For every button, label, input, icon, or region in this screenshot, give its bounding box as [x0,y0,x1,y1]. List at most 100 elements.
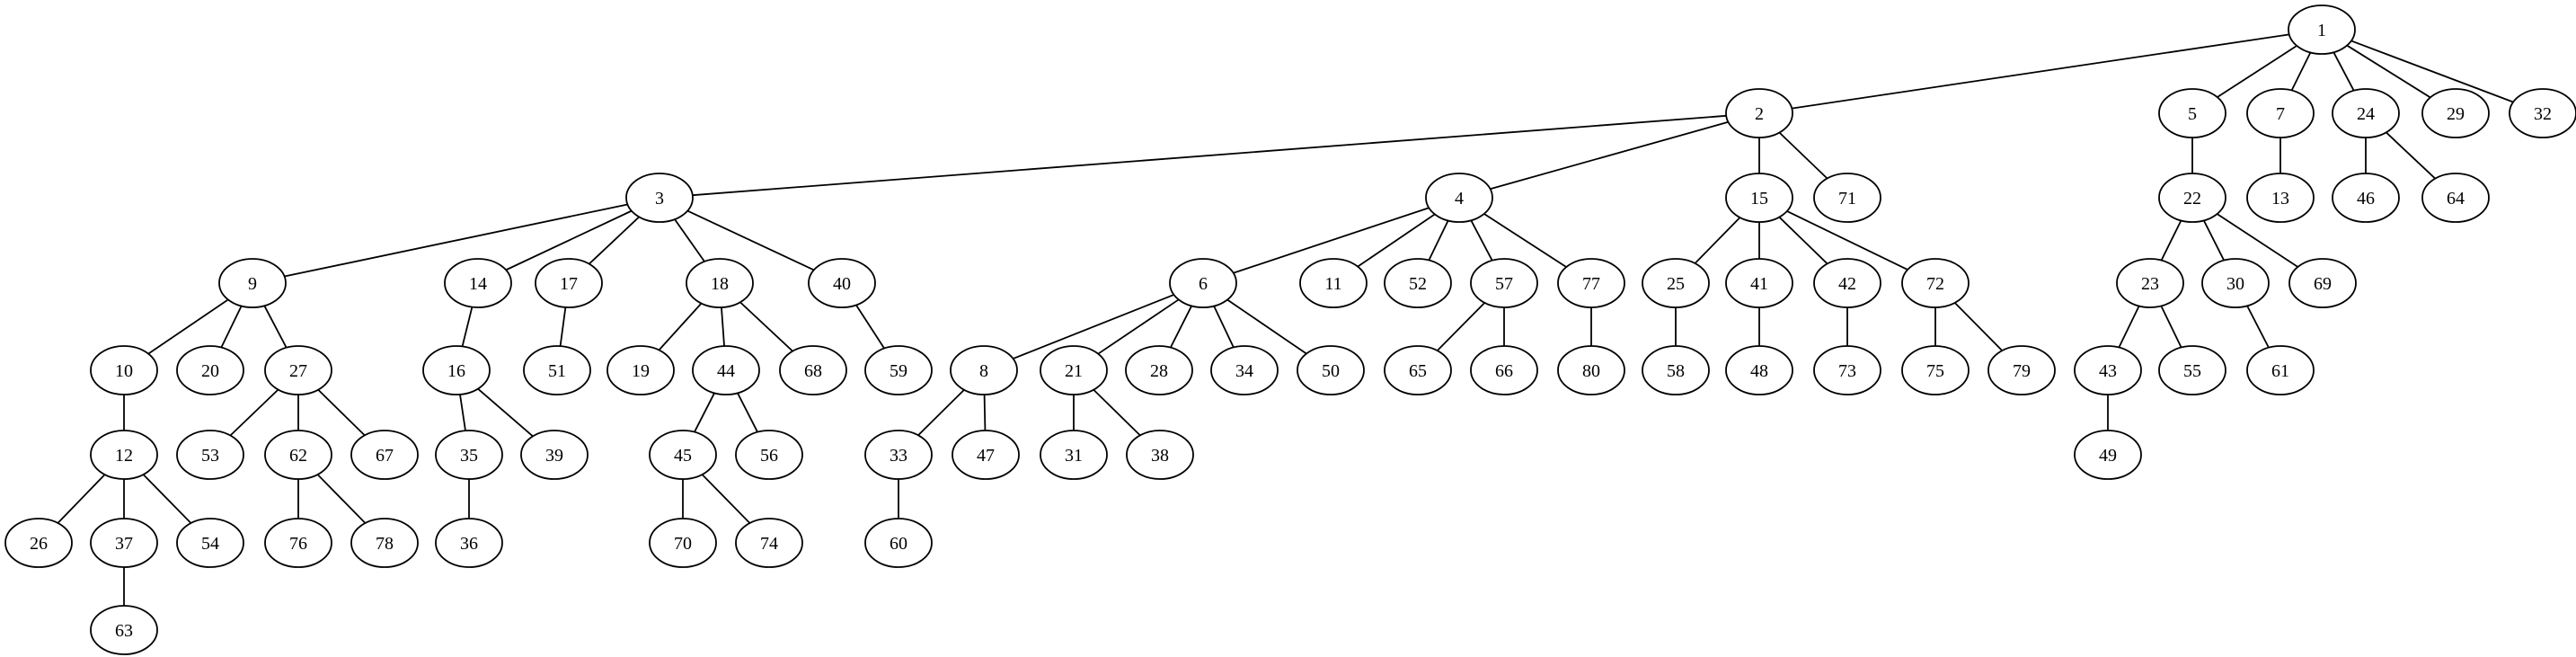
node-label: 18 [711,274,729,294]
node-5: 5 [2158,88,2226,138]
node-ellipse [1125,345,1193,395]
node-ellipse [864,345,933,395]
node-label: 39 [545,446,563,466]
node-ellipse [2158,345,2226,395]
edge-12-26 [57,474,106,524]
node-ellipse [1725,345,1793,395]
node-ellipse [1126,430,1194,480]
edge-9-27 [263,305,288,349]
node-79: 79 [1987,345,2056,395]
edge-12-54 [142,474,192,524]
node-ellipse [2509,88,2576,138]
edge-4-11 [1357,213,1436,268]
node-label: 51 [548,361,566,381]
node-label: 74 [760,534,778,554]
node-ellipse [864,430,933,480]
node-65: 65 [1384,345,1452,395]
node-55: 55 [2158,345,2226,395]
node-label: 31 [1065,446,1083,466]
node-ellipse [1987,345,2056,395]
node-label: 8 [979,361,988,381]
edge-2-4 [1490,120,1729,191]
node-ellipse [649,430,717,480]
node-ellipse [90,430,158,480]
node-74: 74 [735,518,803,568]
edge-6-50 [1226,298,1307,355]
node-ellipse [1425,173,1493,223]
edge-1-7 [2290,51,2312,92]
node-49: 49 [2074,430,2142,480]
node-label: 73 [1838,361,1856,381]
node-ellipse [1557,345,1625,395]
node-label: 32 [2534,104,2552,124]
node-66: 66 [1470,345,1538,395]
node-label: 55 [2183,361,2201,381]
edge-4-6 [1233,207,1430,274]
node-24: 24 [2332,88,2400,138]
node-ellipse [864,518,933,568]
edge-3-18 [674,218,705,262]
node-label: 20 [201,361,219,381]
node-1: 1 [2288,4,2356,55]
node-35: 35 [435,430,503,480]
node-ellipse [1725,88,1793,138]
node-ellipse [1210,345,1279,395]
edge-27-67 [317,389,366,436]
edge-18-19 [658,302,703,351]
node-label: 29 [2447,104,2465,124]
node-label: 17 [560,274,578,294]
node-ellipse [779,345,847,395]
node-ellipse [422,345,491,395]
node-ellipse [176,430,244,480]
node-label: 36 [460,534,478,554]
node-label: 76 [289,534,307,554]
node-40: 40 [808,258,876,308]
node-73: 73 [1813,345,1881,395]
edge-4-57 [1470,219,1493,262]
node-23: 23 [2116,258,2184,308]
node-label: 66 [1495,361,1513,381]
node-label: 48 [1750,361,1768,381]
node-label: 78 [376,534,394,554]
edge-22-69 [2217,213,2298,268]
node-ellipse [264,345,332,395]
node-label: 13 [2271,189,2289,209]
edge-57-65 [1437,302,1485,351]
node-label: 38 [1151,446,1169,466]
node-label: 49 [2099,446,2117,466]
node-label: 43 [2099,361,2117,381]
node-21: 21 [1040,345,1108,395]
edge-3-14 [505,209,633,271]
edge-6-21 [1097,298,1180,355]
node-ellipse [649,518,717,568]
node-label: 7 [2276,104,2285,124]
edge-18-44 [721,306,725,347]
node-ellipse [535,258,603,308]
node-71: 71 [1813,173,1881,223]
node-ellipse [90,518,158,568]
node-68: 68 [779,345,847,395]
node-label: 70 [674,534,692,554]
node-label: 41 [1750,274,1768,294]
node-47: 47 [952,430,1020,480]
node-ellipse [2074,430,2142,480]
node-13: 13 [2246,173,2315,223]
node-label: 65 [1409,361,1427,381]
node-ellipse [1642,258,1710,308]
node-19: 19 [606,345,675,395]
edge-27-53 [229,388,279,437]
node-41: 41 [1725,258,1793,308]
node-label: 37 [115,534,133,554]
node-label: 56 [760,446,778,466]
node-label: 50 [1322,361,1340,381]
edge-44-56 [737,392,758,433]
node-ellipse [808,258,876,308]
node-ellipse [2201,258,2270,308]
node-64: 64 [2421,173,2490,223]
node-label: 33 [890,446,907,466]
edge-1-24 [2333,51,2355,92]
node-label: 11 [1324,274,1341,294]
node-ellipse [1169,258,1237,308]
node-ellipse [1384,258,1452,308]
node-32: 32 [2509,88,2576,138]
